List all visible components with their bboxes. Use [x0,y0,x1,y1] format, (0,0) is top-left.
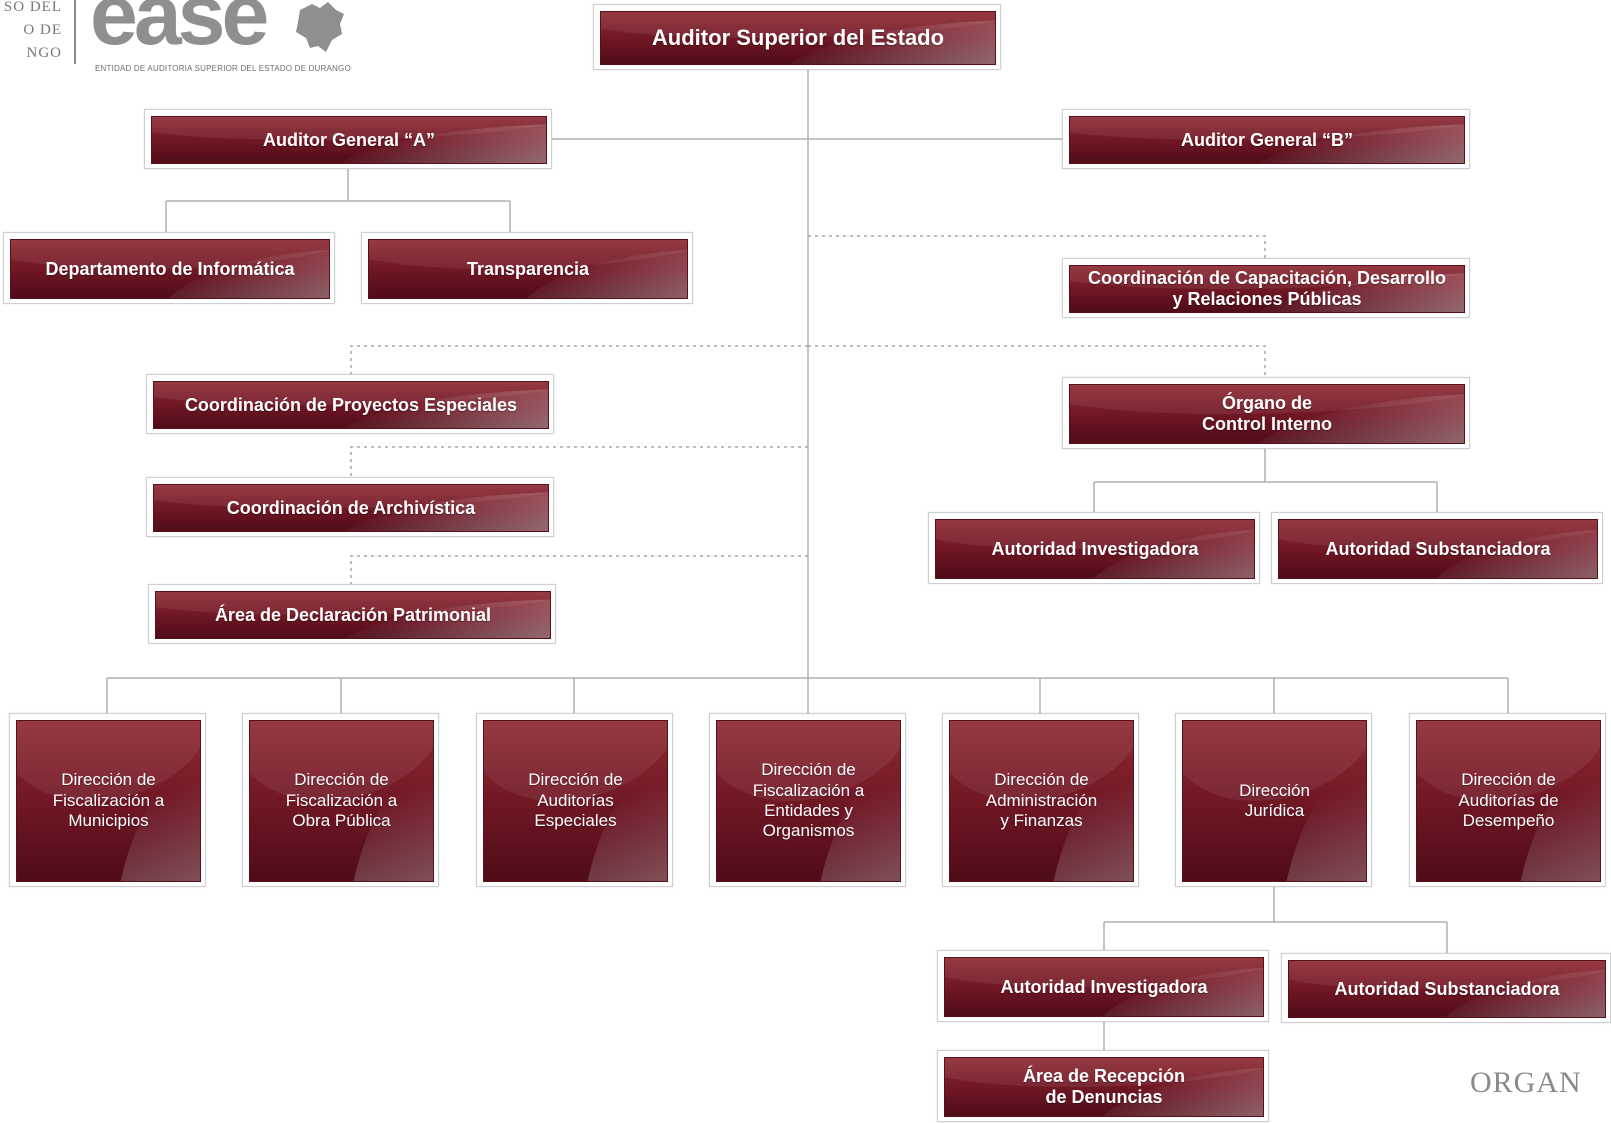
organization-name-fragment: SO DEL O DE NGO [3,0,62,61]
org-node-departamento-informatica: Departamento de Informática [3,232,335,304]
header-logo: SO DEL O DE NGO ease ENTIDAD DE AUDITORI… [0,0,360,80]
org-node-oci-autoridad-substanciadora: Autoridad Substanciadora [1271,512,1603,584]
page-title-fragment: ORGAN [1470,1066,1582,1099]
node-label: Órgano de Control Interno [1202,393,1332,434]
org-node-dir-administracion: Dirección de Administración y Finanzas [942,713,1139,887]
node-label: Autoridad Substanciadora [1325,538,1551,559]
org-node-transparencia: Transparencia [361,232,693,304]
node-label: Auditor Superior del Estado [651,25,945,51]
org-node-coord-capacitacion: Coordinación de Capacitación, Desarrollo… [1062,258,1470,318]
node-label: Coordinación de Proyectos Especiales [184,394,518,415]
org-node-jur-autoridad-investigadora: Autoridad Investigadora [937,950,1269,1022]
node-label: Coordinación de Archivística [226,497,476,518]
logo-tagline: ENTIDAD DE AUDITORIA SUPERIOR DEL ESTADO… [95,64,351,73]
ease-logo-wordmark: ease [90,0,269,63]
node-label: Auditor General “B” [1180,129,1354,150]
org-node-jur-autoridad-substanciadora: Autoridad Substanciadora [1281,953,1611,1023]
logo-divider [74,0,76,64]
node-label: Autoridad Investigadora [1000,976,1208,997]
node-label: Dirección de Auditorías de Desempeño [1458,770,1559,831]
node-label: Dirección de Fiscalización a Municipios [52,770,165,831]
node-label: Autoridad Substanciadora [1334,978,1560,999]
node-label: Dirección de Auditorías Especiales [528,770,623,831]
org-node-oci-autoridad-investigadora: Autoridad Investigadora [928,512,1260,584]
org-node-area-recepcion-denuncias: Área de Recepción de Denuncias [937,1050,1269,1122]
org-node-dir-entidades: Dirección de Fiscalización a Entidades y… [709,713,906,887]
node-label: Área de Declaración Patrimonial [214,604,492,625]
org-node-dir-juridica: Dirección Jurídica [1175,713,1372,887]
org-node-organo-control: Órgano de Control Interno [1062,377,1470,449]
node-label: Autoridad Investigadora [991,538,1199,559]
node-label: Transparencia [466,258,590,279]
org-node-dir-desempeno: Dirección de Auditorías de Desempeño [1409,713,1606,887]
org-node-auditor-general-b: Auditor General “B” [1062,109,1470,169]
node-label: Auditor General “A” [262,129,436,150]
org-node-auditor-general-a: Auditor General “A” [144,109,552,169]
node-label: Dirección Jurídica [1239,780,1310,820]
node-label: Departamento de Informática [45,258,295,279]
org-node-dir-municipios: Dirección de Fiscalización a Municipios [9,713,206,887]
dotted-declaracion [350,555,808,584]
dotted-capacitacion [808,235,1266,262]
durango-map-icon [296,2,344,52]
node-label: Dirección de Fiscalización a Obra Públic… [285,770,398,831]
org-node-auditor-superior: Auditor Superior del Estado [593,4,1001,70]
dotted-organo-control [808,345,1266,378]
org-node-coord-proyectos: Coordinación de Proyectos Especiales [146,374,554,434]
org-node-coord-archivistica: Coordinación de Archivística [146,477,554,537]
dotted-archivistica [350,446,808,477]
org-node-area-declaracion: Área de Declaración Patrimonial [148,584,556,644]
node-label: Coordinación de Capacitación, Desarrollo… [1087,268,1447,309]
dotted-proyectos [350,345,808,375]
org-node-dir-auditorias-especiales: Dirección de Auditorías Especiales [476,713,673,887]
node-label: Dirección de Administración y Finanzas [985,770,1098,831]
node-label: Dirección de Fiscalización a Entidades y… [752,760,865,841]
org-node-dir-obra-publica: Dirección de Fiscalización a Obra Públic… [242,713,439,887]
node-label: Área de Recepción de Denuncias [1022,1066,1186,1107]
